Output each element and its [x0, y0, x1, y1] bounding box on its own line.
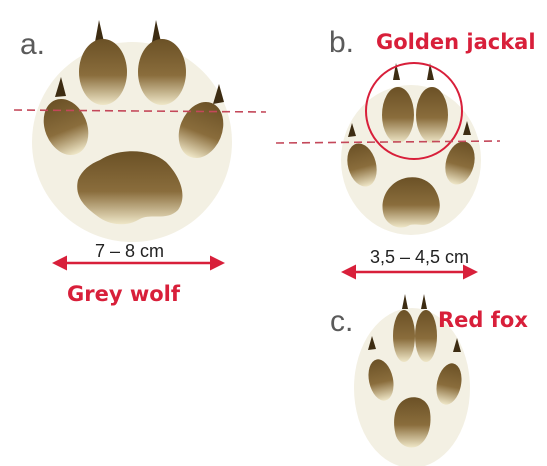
wolf-claw — [95, 20, 104, 42]
fox-toe-pad — [415, 310, 437, 362]
species-label-grey-wolf: Grey wolf — [67, 282, 180, 306]
jackal-toe-pad — [382, 87, 414, 143]
golden-jackal-paw-print — [341, 63, 481, 235]
fox-toe-pad — [393, 310, 415, 362]
measurement-label-wolf: 7 – 8 cm — [95, 241, 164, 262]
wolf-claw — [152, 20, 161, 42]
fox-claw — [402, 294, 408, 309]
wolf-toe-pad — [138, 39, 186, 105]
wolf-toe-pad — [79, 39, 127, 105]
jackal-toe-pad — [416, 87, 448, 143]
grey-wolf-paw-print — [32, 20, 232, 242]
panel-letter-c: c. — [330, 305, 353, 339]
fox-claw — [421, 294, 427, 309]
species-label-golden-jackal: Golden jackal — [376, 30, 536, 54]
species-label-red-fox: Red fox — [438, 308, 528, 332]
measurement-label-jackal: 3,5 – 4,5 cm — [370, 247, 469, 268]
panel-letter-b: b. — [329, 26, 354, 60]
panel-letter-a: a. — [20, 28, 45, 62]
